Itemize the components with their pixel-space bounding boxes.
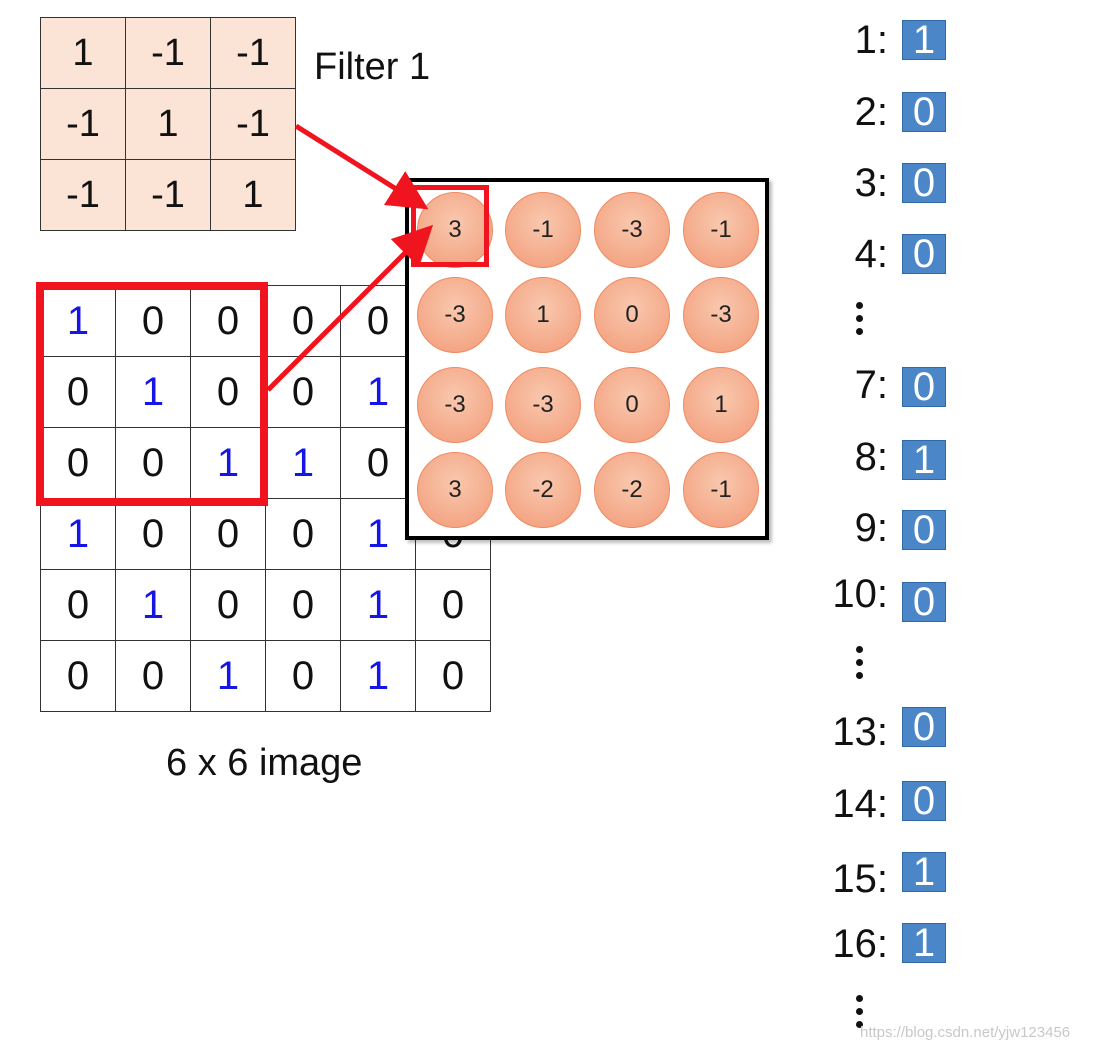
feature-value: 0 xyxy=(594,367,670,443)
filter-cell: 1 xyxy=(125,88,211,160)
image-cell: 0 xyxy=(115,640,191,712)
list-item-value: 0 xyxy=(902,92,946,132)
ellipsis-icon xyxy=(850,646,870,685)
ellipsis-icon xyxy=(850,302,870,341)
list-item-label: 7: xyxy=(854,363,888,407)
filter-cell: -1 xyxy=(40,88,126,160)
filter-cell: -1 xyxy=(210,17,296,89)
image-cell: 1 xyxy=(40,285,116,357)
image-cell: 0 xyxy=(415,640,491,712)
feature-value: -1 xyxy=(683,192,759,268)
feature-value: -2 xyxy=(594,452,670,528)
image-cell: 0 xyxy=(190,285,266,357)
image-cell: 1 xyxy=(265,427,341,499)
feature-value: -3 xyxy=(683,277,759,353)
image-row: 0 0 1 0 1 0 xyxy=(40,640,491,712)
image-cell: 0 xyxy=(190,569,266,641)
filter-row: 1 -1 -1 xyxy=(40,17,296,89)
image-cell: 0 xyxy=(190,356,266,428)
list-item-value: 1 xyxy=(902,923,946,963)
image-cell: 1 xyxy=(340,640,416,712)
list-item-value: 1 xyxy=(902,852,946,892)
image-cell: 0 xyxy=(190,498,266,570)
feature-value: -3 xyxy=(505,367,581,443)
image-cell: 1 xyxy=(340,498,416,570)
list-item-label: 13: xyxy=(832,710,888,754)
image-cell: 0 xyxy=(265,356,341,428)
image-cell: 0 xyxy=(115,498,191,570)
image-caption: 6 x 6 image xyxy=(166,742,363,784)
filter-row: -1 1 -1 xyxy=(40,88,296,160)
window-to-output-arrow xyxy=(266,224,434,392)
image-cell: 1 xyxy=(190,427,266,499)
list-item-value: 1 xyxy=(902,20,946,60)
feature-value: 1 xyxy=(505,277,581,353)
image-cell: 0 xyxy=(415,569,491,641)
list-item-label: 14: xyxy=(832,782,888,826)
image-cell: 0 xyxy=(40,569,116,641)
list-item-value: 0 xyxy=(902,781,946,821)
image-cell: 1 xyxy=(40,498,116,570)
feature-value: -2 xyxy=(505,452,581,528)
image-cell: 1 xyxy=(115,569,191,641)
image-cell: 0 xyxy=(115,285,191,357)
image-cell: 0 xyxy=(340,427,416,499)
feature-value: -3 xyxy=(417,277,493,353)
image-cell: 0 xyxy=(265,640,341,712)
feature-value: -1 xyxy=(505,192,581,268)
feature-value: 3 xyxy=(417,452,493,528)
list-item-value: 0 xyxy=(902,510,946,550)
filter-cell: 1 xyxy=(210,159,296,231)
list-item-label: 1: xyxy=(854,18,888,62)
list-item-label: 16: xyxy=(832,922,888,966)
list-item-value: 0 xyxy=(902,367,946,407)
filter-cell: 1 xyxy=(40,17,126,89)
list-item-value: 0 xyxy=(902,163,946,203)
list-item-label: 8: xyxy=(854,435,888,479)
feature-value: 1 xyxy=(683,367,759,443)
image-cell: 0 xyxy=(40,427,116,499)
image-row: 0 1 0 0 1 0 xyxy=(40,569,491,641)
feature-map: 3 -1 -3 -1 -3 1 0 -3 -3 -3 0 1 3 -2 -2 -… xyxy=(405,178,769,540)
list-item-value: 0 xyxy=(902,234,946,274)
filter-cell: -1 xyxy=(125,159,211,231)
filter-grid: 1 -1 -1 -1 1 -1 -1 -1 1 xyxy=(40,17,296,231)
list-item-label: 3: xyxy=(854,161,888,205)
list-item-value: 1 xyxy=(902,440,946,480)
filter-cell: -1 xyxy=(210,88,296,160)
image-cell: 0 xyxy=(265,569,341,641)
receptive-field-highlight xyxy=(36,282,268,506)
ellipsis-icon xyxy=(850,995,870,1034)
image-cell: 1 xyxy=(340,569,416,641)
list-item-label: 15: xyxy=(832,857,888,901)
feature-value: -1 xyxy=(683,452,759,528)
image-cell: 0 xyxy=(40,356,116,428)
filter-row: -1 -1 1 xyxy=(40,159,296,231)
filter-title: Filter 1 xyxy=(314,46,431,88)
list-item-label: 2: xyxy=(854,90,888,134)
list-item-label: 10: xyxy=(832,572,888,616)
image-cell: 0 xyxy=(265,498,341,570)
list-item-label: 9: xyxy=(854,506,888,550)
feature-value: -3 xyxy=(417,367,493,443)
list-item-value: 0 xyxy=(902,707,946,747)
image-cell: 1 xyxy=(115,356,191,428)
image-cell: 0 xyxy=(115,427,191,499)
feature-value: -3 xyxy=(594,192,670,268)
feature-value: 0 xyxy=(594,277,670,353)
image-cell: 1 xyxy=(340,356,416,428)
list-item-value: 0 xyxy=(902,582,946,622)
watermark: https://blog.csdn.net/yjw123456 xyxy=(860,1024,1071,1041)
filter-to-output-arrow xyxy=(294,123,429,210)
list-item-label: 4: xyxy=(854,232,888,276)
filter-cell: -1 xyxy=(40,159,126,231)
